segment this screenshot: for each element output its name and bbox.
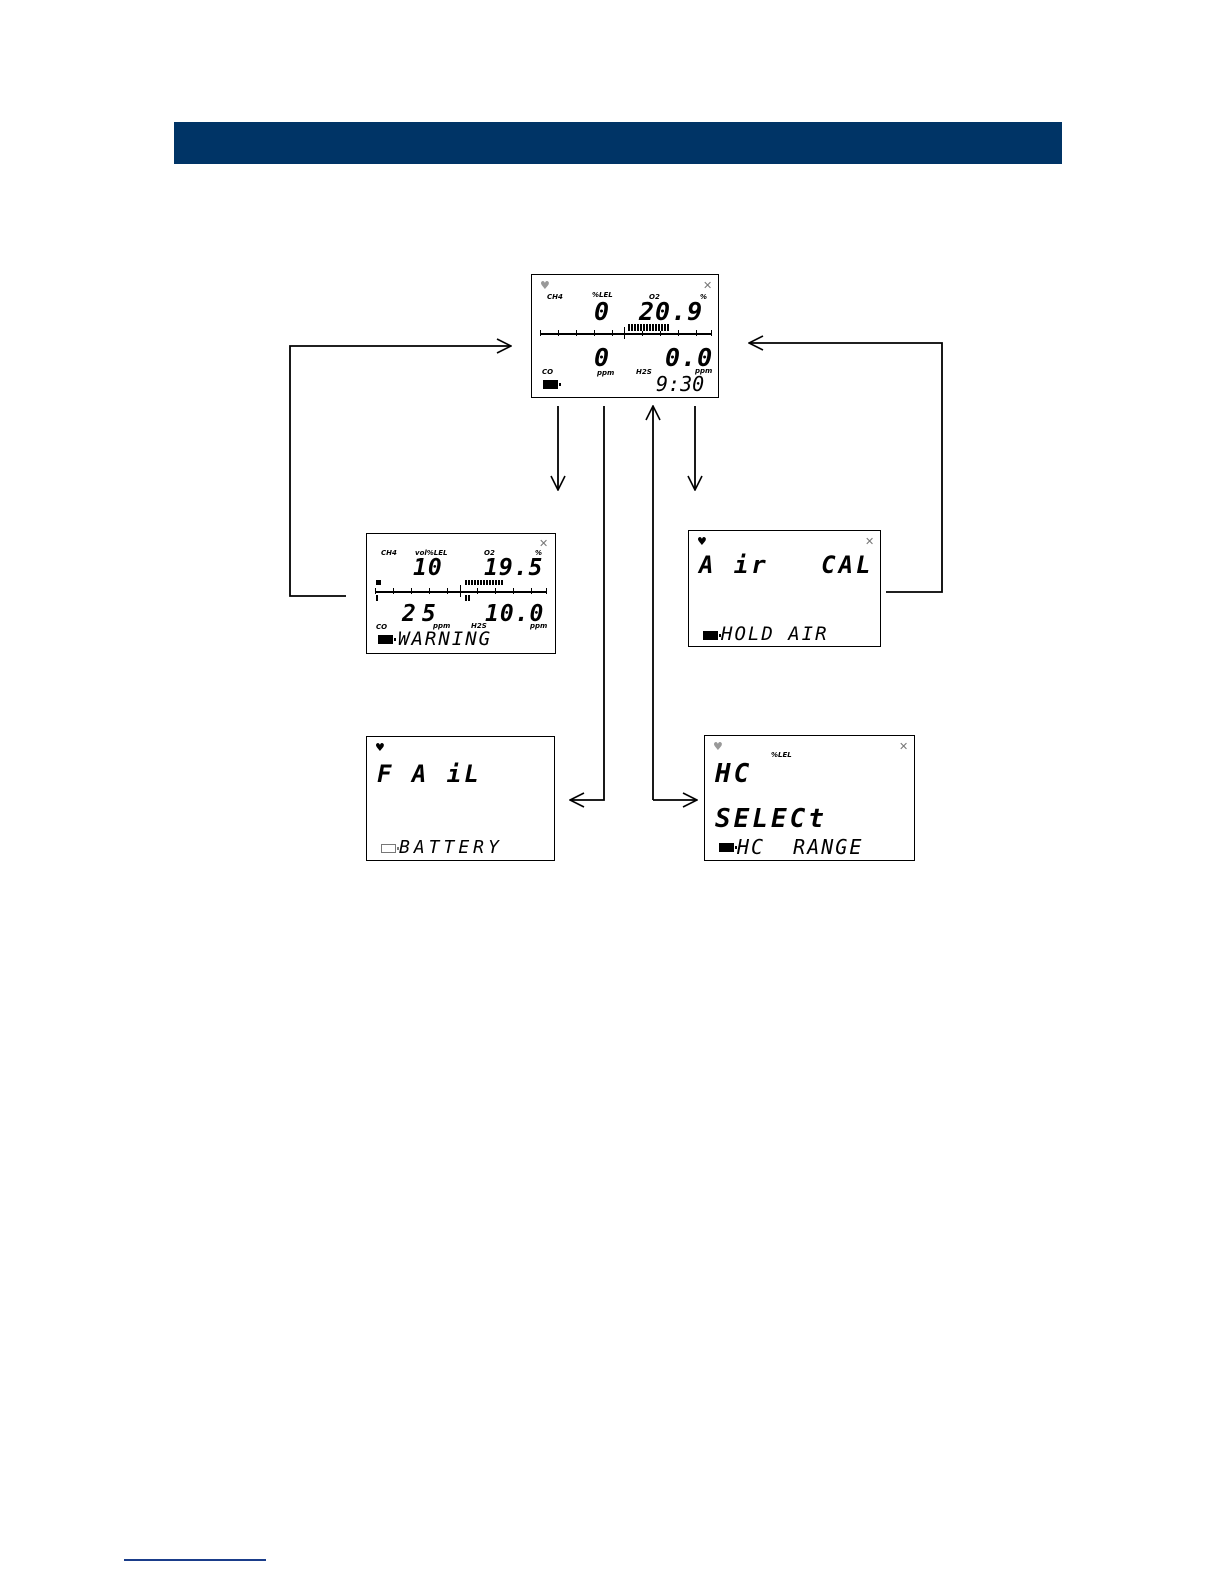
lcd-hc-select-screen: ♥ ✕ HC %LEL SELECt HC RANGE — [704, 735, 915, 861]
fan-icon: ✕ — [899, 741, 908, 752]
heart-icon: ♥ — [713, 741, 723, 752]
fan-icon: ✕ — [865, 536, 874, 547]
ch4-name: H2S — [636, 369, 652, 376]
lcd-normal-screen: ♥ ✕ CH4 %LEL O2 % 0 20.9 0 0.0 CO ppm H2… — [531, 274, 719, 398]
o2-bargraph — [628, 324, 670, 331]
ch4-alarm-block — [376, 580, 381, 585]
ch1-name: CH4 — [547, 294, 563, 301]
clock-time: 9:30 — [656, 374, 704, 394]
footer-rule — [124, 1559, 266, 1561]
heart-icon: ♥ — [697, 536, 707, 547]
arrow-normal-to-fail — [570, 406, 604, 800]
lcd-aircal-screen: ♥ ✕ A ir CAL HOLD AIR — [688, 530, 881, 647]
aircal-line1: A ir CAL — [699, 553, 874, 577]
hc-unit: %LEL — [771, 752, 792, 759]
ch4-unit: ppm — [530, 623, 547, 630]
fan-icon: ✕ — [539, 538, 548, 549]
aircal-message: HOLD AIR — [721, 625, 829, 644]
ch3-name: CO — [542, 369, 553, 376]
heart-icon: ♥ — [540, 280, 550, 291]
battery-icon — [543, 380, 558, 389]
ch2-value: 19.5 — [484, 557, 543, 580]
ch1-value: 0 — [594, 299, 610, 324]
bargraph-axis — [375, 591, 547, 593]
fail-message: BATTERY — [399, 839, 503, 857]
ch2-value: 20.9 — [639, 299, 703, 324]
warning-message: WARNING — [398, 630, 492, 649]
hc-line2: SELECt — [715, 806, 827, 832]
ch3-value: 0 — [594, 345, 610, 370]
ch1-name: CH4 — [381, 550, 397, 557]
battery-icon — [703, 631, 718, 640]
fail-line1: F A iL — [377, 762, 482, 786]
fan-icon: ✕ — [703, 280, 712, 291]
battery-empty-icon — [381, 844, 396, 853]
battery-icon — [719, 843, 734, 852]
hc-line1: HC — [715, 761, 752, 787]
bargraph-axis — [540, 333, 712, 335]
lcd-warning-screen: ✕ CH4 vol%LEL O2 % 10 19.5 25 10.0 CO pp… — [366, 533, 556, 654]
o2-bargraph — [465, 580, 503, 585]
battery-icon — [378, 635, 393, 644]
hc-message: HC RANGE — [737, 837, 863, 857]
ch3-unit: ppm — [597, 370, 614, 377]
heart-icon: ♥ — [375, 742, 385, 753]
ch1-value: 10 — [413, 557, 443, 580]
lcd-fail-screen: ♥ F A iL BATTERY — [366, 736, 555, 861]
ch3-name: CO — [376, 624, 387, 631]
